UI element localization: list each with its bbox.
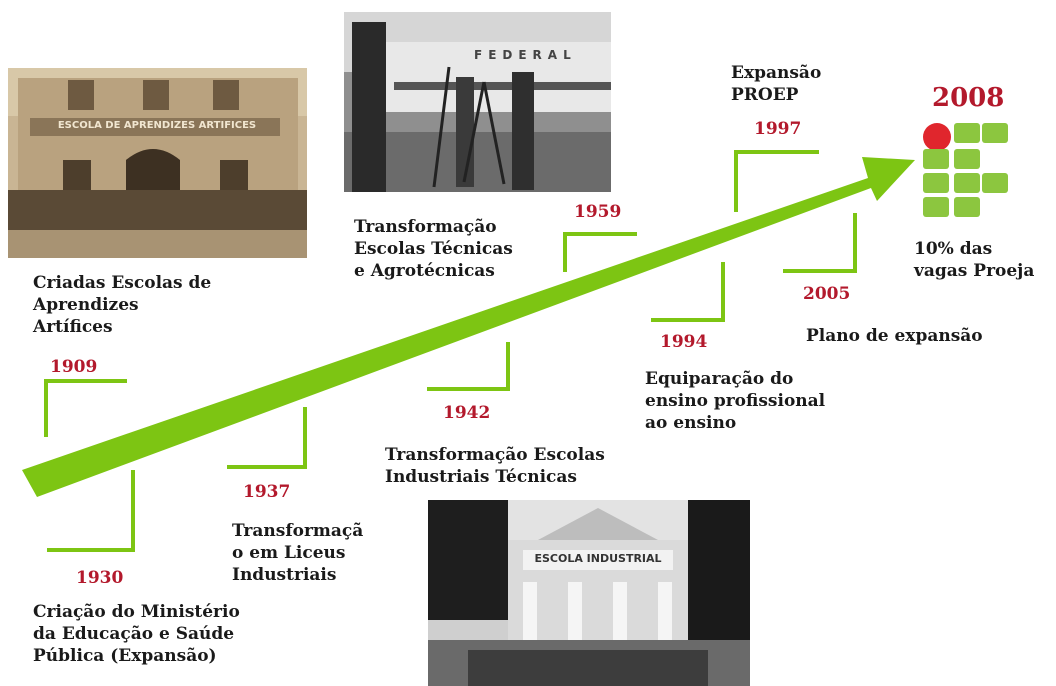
logo-square bbox=[954, 123, 980, 143]
label-line: Artífices bbox=[33, 317, 113, 337]
label-1997: Expansão PROEP bbox=[731, 62, 821, 106]
logo-red-circle bbox=[923, 123, 951, 151]
logo-square bbox=[923, 149, 949, 169]
label-line: Plano de expansão bbox=[806, 326, 983, 346]
year-1930: 1930 bbox=[76, 568, 124, 588]
year-2005: 2005 bbox=[803, 284, 851, 304]
escola-aprendizes-photo: ESCOLA DE APRENDIZES ARTIFICES bbox=[8, 68, 307, 258]
label-line: e Agrotécnicas bbox=[354, 261, 495, 281]
label-line: Transformação Escolas bbox=[385, 445, 605, 465]
label-line: Transformaçã bbox=[232, 521, 364, 541]
label-line: Expansão bbox=[731, 63, 822, 83]
year-1909: 1909 bbox=[50, 357, 98, 377]
label-line: da Educação e Saúde bbox=[33, 624, 235, 644]
logo-square bbox=[982, 123, 1008, 143]
logo-square bbox=[954, 197, 980, 217]
bracket-1930 bbox=[47, 470, 135, 552]
label-1942: Transformação Escolas Industriais Técnic… bbox=[385, 444, 605, 488]
label-1930: Criação do Ministério da Educação e Saúd… bbox=[33, 601, 240, 667]
label-1909: Criadas Escolas de Aprendizes Artífices bbox=[33, 272, 211, 338]
label-line: Pública (Expansão) bbox=[33, 646, 217, 666]
label-line: Escolas Técnicas bbox=[354, 239, 513, 259]
label-1959: Transformação Escolas Técnicas e Agrotéc… bbox=[354, 216, 513, 282]
label-line: Aprendizes bbox=[33, 295, 139, 315]
label-line: ensino profissional bbox=[645, 391, 826, 411]
escola-aprendizes-illustration bbox=[8, 68, 307, 258]
label-line: o em Liceus bbox=[232, 543, 346, 563]
label-line: ao ensino bbox=[645, 413, 737, 433]
label-1937: Transformaçã o em Liceus Industriais bbox=[232, 520, 363, 586]
year-1937: 1937 bbox=[243, 482, 291, 502]
label-line: vagas Proeja bbox=[914, 261, 1035, 281]
label-line: Industriais Técnicas bbox=[385, 467, 577, 487]
escola-industrial-photo: ESCOLA INDUSTRIAL bbox=[428, 500, 750, 686]
logo-square bbox=[954, 173, 980, 193]
year-2008: 2008 bbox=[932, 83, 1005, 113]
escola-industrial-sign: ESCOLA INDUSTRIAL bbox=[534, 552, 662, 565]
escola-industrial-illustration bbox=[428, 500, 750, 686]
surveyors-illustration bbox=[344, 12, 611, 192]
label-2005: Plano de expansão bbox=[806, 325, 983, 347]
year-1997: 1997 bbox=[754, 119, 802, 139]
bracket-1937 bbox=[227, 407, 307, 469]
federal-sign: FEDERAL bbox=[474, 48, 577, 62]
label-line: Equiparação do bbox=[645, 369, 794, 389]
bracket-1994 bbox=[651, 262, 725, 322]
bracket-1959 bbox=[563, 232, 637, 272]
logo-square bbox=[982, 173, 1008, 193]
timeline-arrow bbox=[22, 157, 915, 497]
bracket-1942 bbox=[427, 342, 510, 391]
escola-aprendizes-sign: ESCOLA DE APRENDIZES ARTIFICES bbox=[57, 120, 257, 131]
year-1942: 1942 bbox=[443, 403, 491, 423]
year-1959: 1959 bbox=[574, 202, 622, 222]
label-line: PROEP bbox=[731, 85, 799, 105]
label-line: Criadas Escolas de bbox=[33, 273, 212, 293]
label-line: Transformação bbox=[354, 217, 497, 237]
logo-square bbox=[954, 149, 980, 169]
surveyors-photo: FEDERAL bbox=[344, 12, 611, 192]
logo-square bbox=[923, 173, 949, 193]
bracket-1909 bbox=[44, 379, 127, 437]
label-2008: 10% das vagas Proeja bbox=[914, 238, 1034, 282]
bracket-2005 bbox=[783, 213, 857, 273]
label-line: Criação do Ministério bbox=[33, 602, 240, 622]
label-1994: Equiparação do ensino profissional ao en… bbox=[645, 368, 825, 434]
if-logo bbox=[918, 120, 1018, 220]
bracket-1997 bbox=[734, 150, 819, 212]
logo-square bbox=[923, 197, 949, 217]
year-1994: 1994 bbox=[660, 332, 708, 352]
label-line: 10% das bbox=[914, 239, 993, 259]
label-line: Industriais bbox=[232, 565, 337, 585]
